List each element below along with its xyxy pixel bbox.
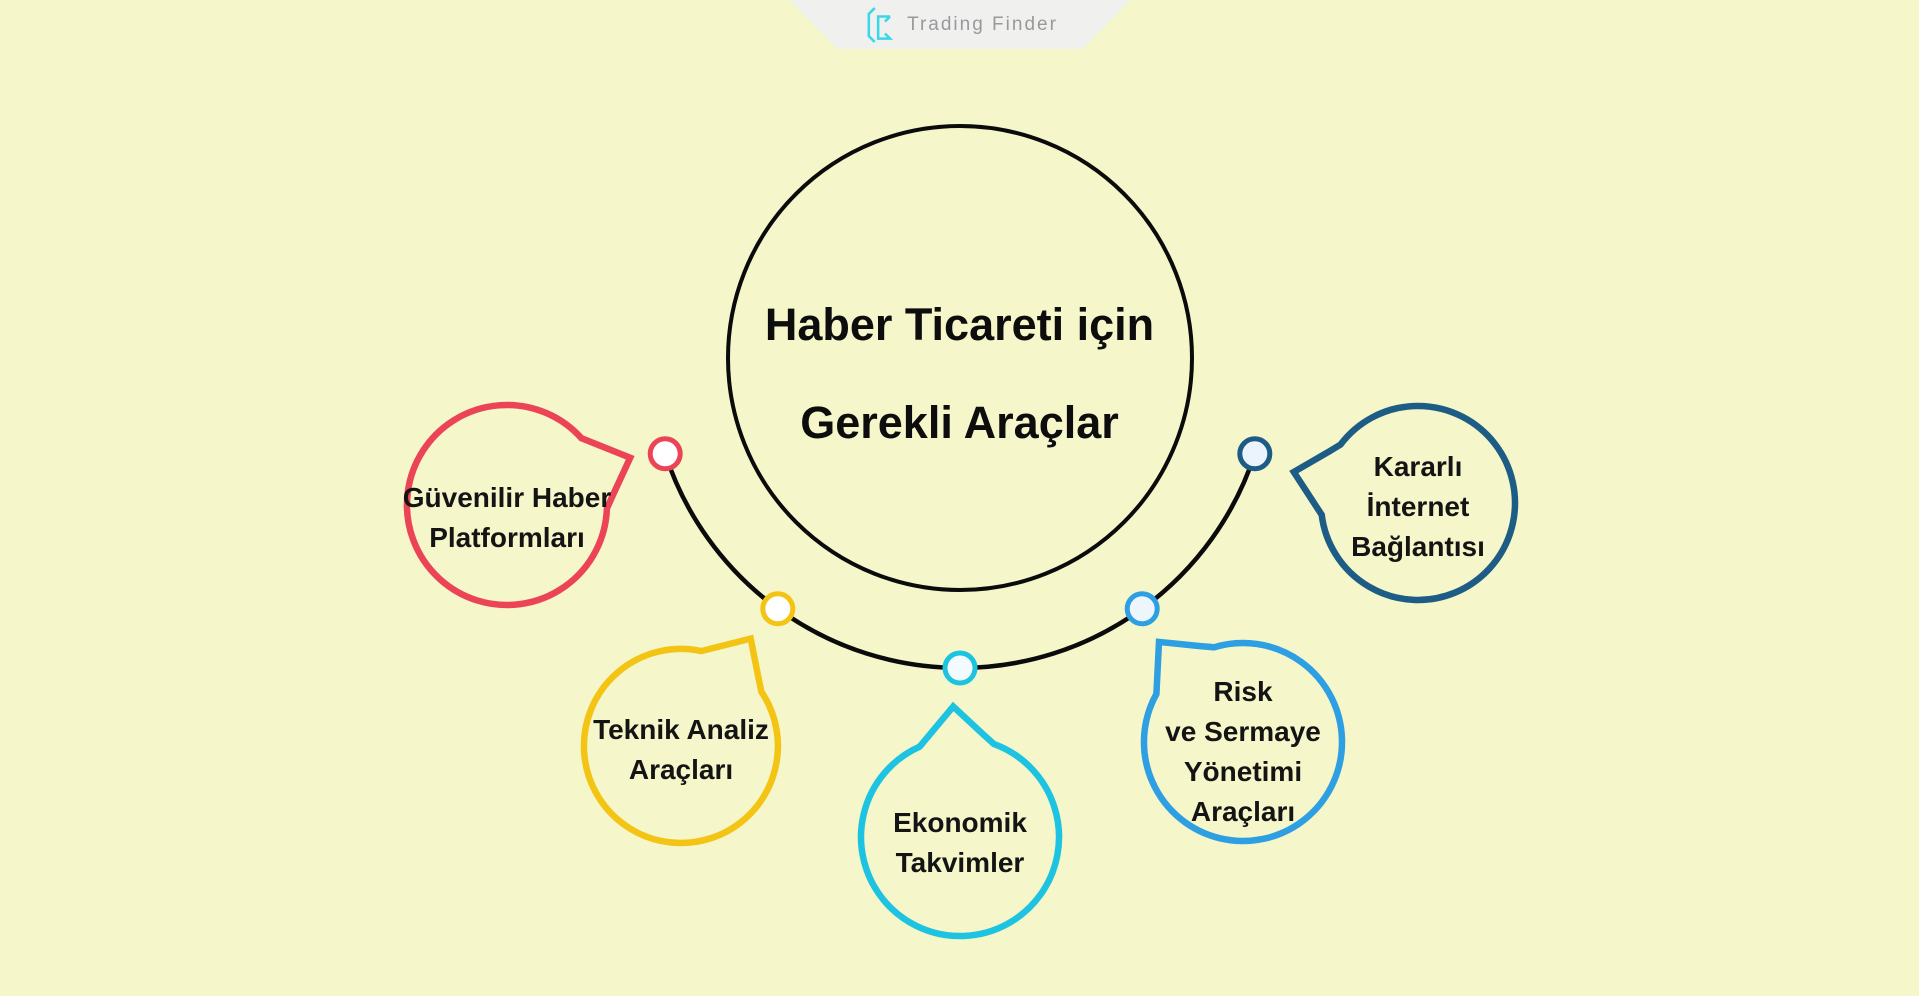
bubble-label-kararli-internet-baglantisi: Kararlı İnternet Bağlantısı — [1351, 447, 1485, 567]
arc-node-guvenilir-haber-platformlari — [647, 436, 683, 472]
arc-node-teknik-analiz-araclari — [760, 591, 796, 627]
bubble-outline-ekonomik-takvimler — [857, 701, 1063, 940]
label-line: Güvenilir Haber — [402, 482, 612, 513]
main-title-line-2: Gerekli Araçlar — [800, 397, 1119, 448]
brand-name: Trading Finder — [907, 13, 1058, 35]
label-line: Araçları — [1190, 796, 1296, 827]
label-line: İnternet — [1366, 491, 1470, 522]
label-line: Platformları — [429, 522, 585, 553]
label-line: Risk — [1213, 676, 1273, 707]
arc-node-kararli-internet-baglantisi — [1237, 436, 1273, 472]
label-line: ve Sermaye — [1165, 716, 1321, 747]
brand-badge: Trading Finder — [790, 0, 1130, 49]
connector-arc — [663, 453, 1257, 671]
arc-node-ekonomik-takvimler — [942, 650, 978, 686]
label-line: Kararlı — [1373, 451, 1463, 482]
label-line: Yönetimi — [1183, 756, 1303, 787]
bubble-label-guvenilir-haber-platformlari: Güvenilir Haber Platformları — [403, 478, 612, 558]
label-line: Takvimler — [895, 847, 1025, 878]
main-circle — [726, 124, 1194, 592]
label-line: Ekonomik — [893, 807, 1027, 838]
bubble-outline-risk-ve-sermaye-yonetimi-araclari — [1140, 638, 1346, 845]
label-line: Araçları — [628, 754, 734, 785]
bubble-outline-teknik-analiz-araclari — [580, 634, 782, 847]
main-title-line-1: Haber Ticareti için — [764, 299, 1155, 350]
arc-node-risk-ve-sermaye-yonetimi-araclari — [1124, 591, 1160, 627]
bubble-label-teknik-analiz-araclari: Teknik Analiz Araçları — [593, 710, 769, 790]
label-line: Teknik Analiz — [593, 714, 769, 745]
bubble-label-ekonomik-takvimler: Ekonomik Takvimler — [893, 803, 1027, 883]
bubble-outline-kararli-internet-baglantisi — [1289, 402, 1519, 604]
bubble-outline-guvenilir-haber-platformlari — [403, 401, 635, 609]
trading-finder-icon — [862, 6, 896, 44]
bubble-label-risk-ve-sermaye-yonetimi-araclari: Risk ve Sermaye Yönetimi Araçları — [1165, 672, 1321, 832]
label-line: Bağlantısı — [1351, 531, 1485, 562]
